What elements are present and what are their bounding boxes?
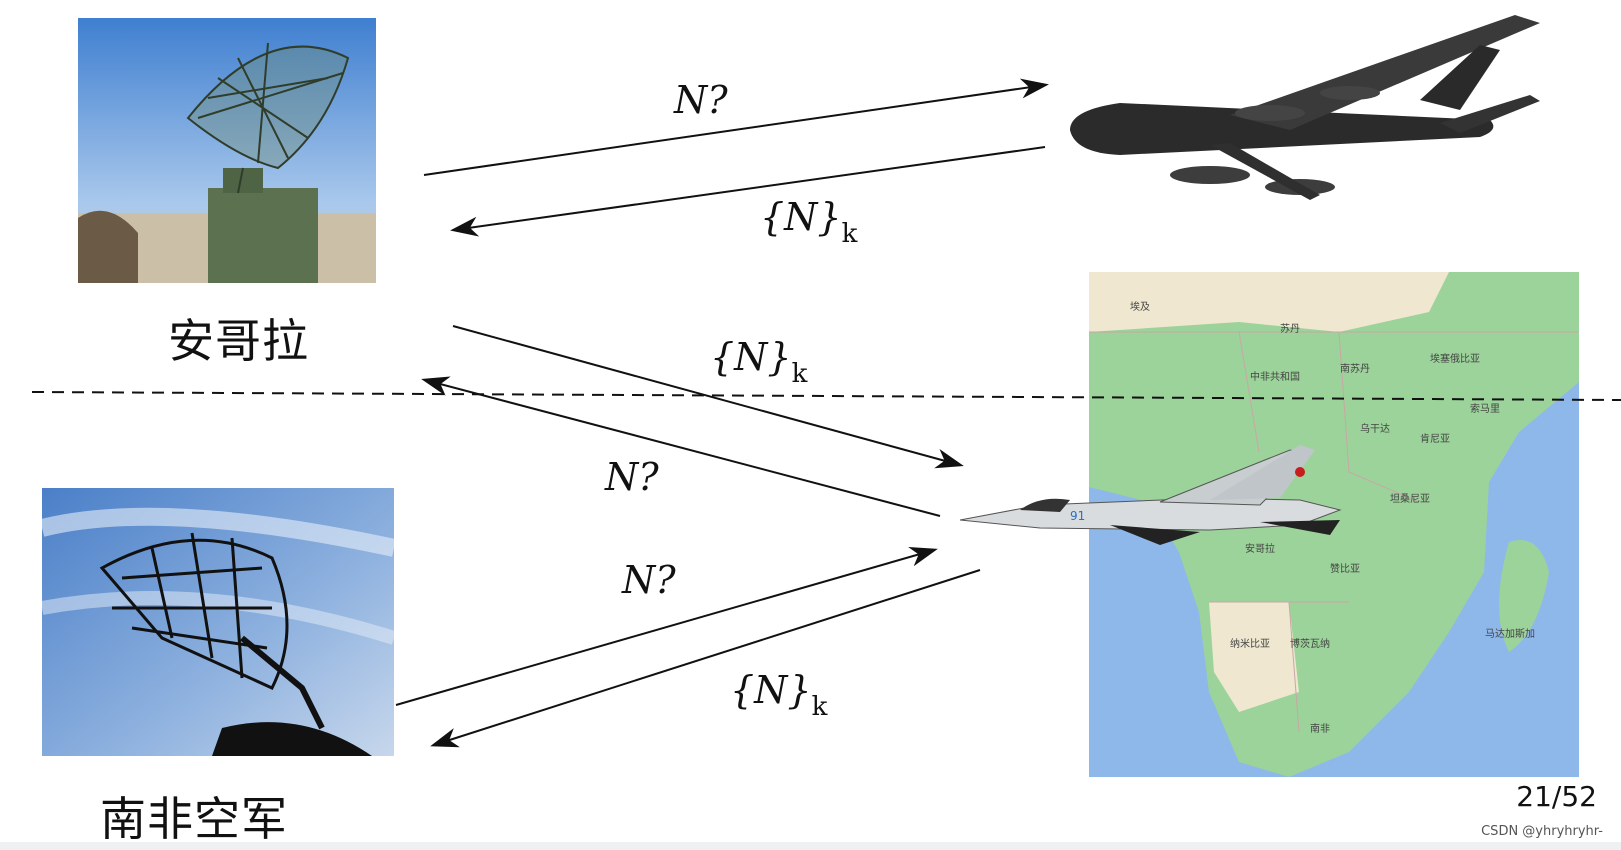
map-label: 纳米比亚 <box>1230 639 1270 650</box>
fighter-jet-image: 91 <box>960 440 1390 550</box>
bottom-bar <box>0 842 1621 850</box>
map-label: 肯尼亚 <box>1420 434 1450 445</box>
arrow-angola-to-bomber <box>423 78 1049 176</box>
map-label: 马达加斯加 <box>1485 629 1535 640</box>
svg-text:91: 91 <box>1070 509 1085 523</box>
map-label: 坦桑尼亚 <box>1390 494 1430 505</box>
message-bottom-response: {N}k <box>730 668 828 722</box>
message-mid-response: {N}k <box>710 335 808 389</box>
map-label: 赞比亚 <box>1330 564 1360 575</box>
message-top-response: {N}k <box>760 195 858 249</box>
arrow-angola-to-fighter <box>452 325 964 469</box>
arrow-fighter-to-angola <box>421 376 941 517</box>
message-top-request: N? <box>674 78 728 122</box>
angola-radar-photo <box>78 18 376 283</box>
watermark: CSDN @yhryhryhr- <box>1481 824 1603 839</box>
arrow-bomber-to-angola <box>450 146 1046 237</box>
map-label: 索马里 <box>1470 404 1500 415</box>
map-label: 埃及 <box>1130 302 1150 313</box>
map-label: 乌干达 <box>1360 424 1390 435</box>
map-label: 苏丹 <box>1280 324 1300 335</box>
map-label: 埃塞俄比亚 <box>1430 354 1480 365</box>
bomber-aircraft-image <box>1060 5 1550 220</box>
message-mid-request: N? <box>605 455 659 499</box>
angola-label: 安哥拉 <box>168 314 309 368</box>
map-label: 南苏丹 <box>1340 364 1370 375</box>
saaf-radar-photo <box>42 488 394 756</box>
message-bottom-request: N? <box>622 558 676 602</box>
map-label: 博茨瓦纳 <box>1290 639 1330 650</box>
page-number: 21/52 <box>1516 780 1597 813</box>
saaf-label: 南非空军 <box>100 792 288 846</box>
map-label: 安哥拉 <box>1245 544 1275 555</box>
map-label: 南非 <box>1310 724 1330 735</box>
arrow-fighter-to-saaf <box>430 569 981 748</box>
map-label: 中非共和国 <box>1250 372 1300 383</box>
